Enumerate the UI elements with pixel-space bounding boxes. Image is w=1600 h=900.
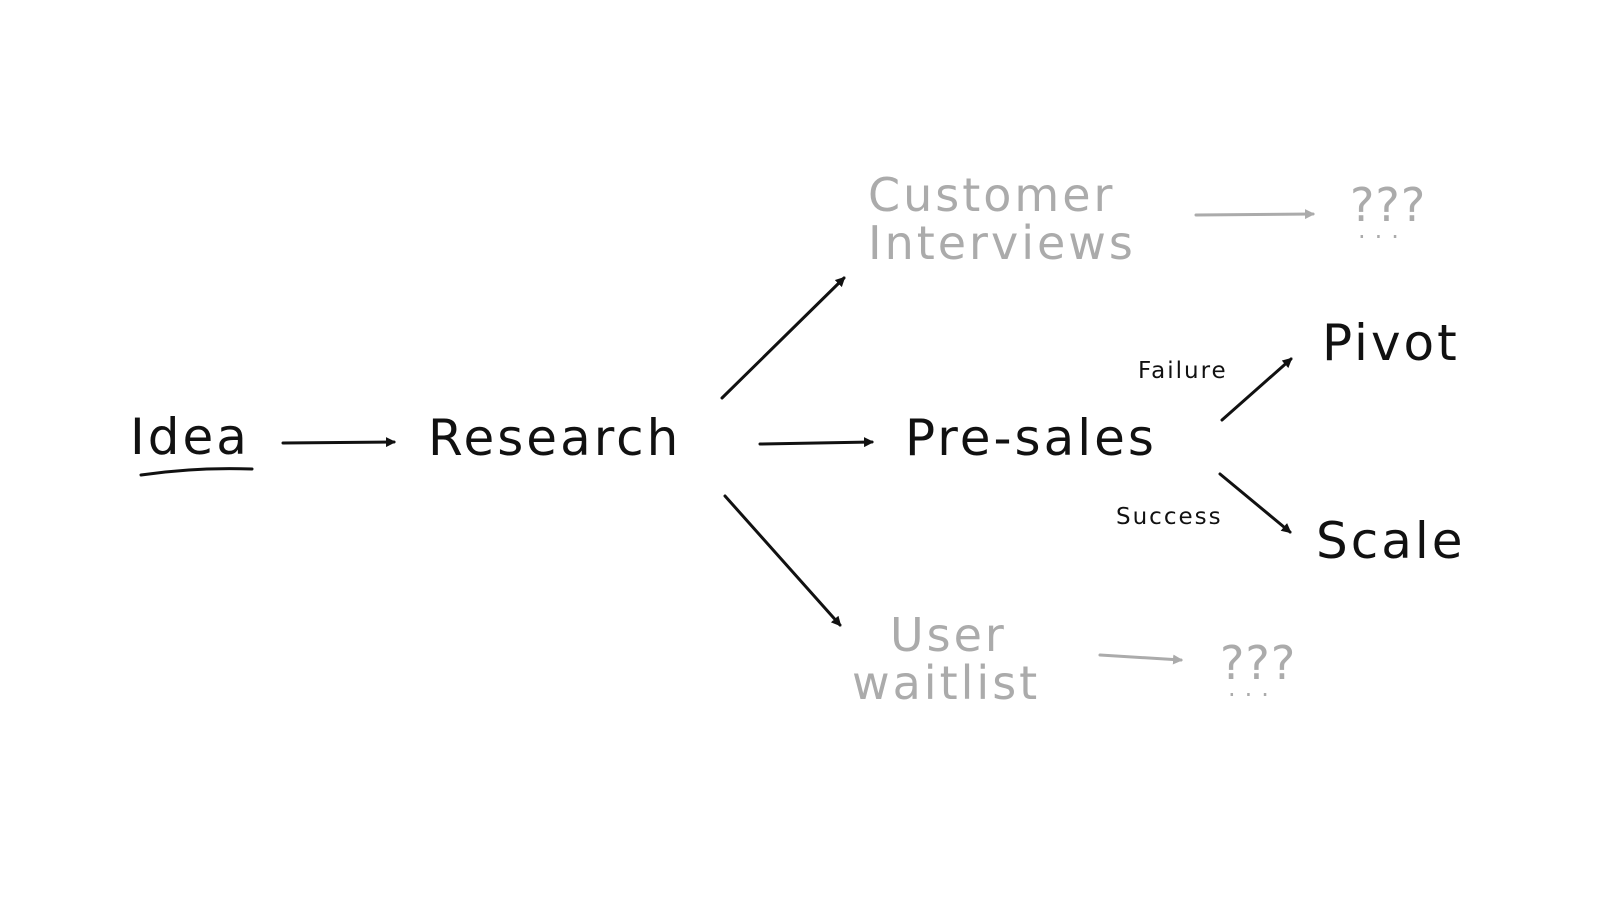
node-customer-interviews-line1: Customer [868, 168, 1116, 222]
node-user-waitlist-line1: User [890, 608, 1007, 662]
node-unknown-top: ??? [1350, 178, 1427, 232]
node-user-waitlist-line2: waitlist [852, 656, 1041, 710]
edge-label-failure: Failure [1138, 358, 1228, 384]
idea-underline [139, 467, 254, 477]
node-customer-interviews: Customer Interviews [868, 171, 1136, 267]
ellipsis-bottom: ... [1228, 674, 1278, 702]
node-scale: Scale [1316, 512, 1466, 570]
ellipsis-top: ... [1358, 216, 1408, 244]
node-user-waitlist: User waitlist [852, 611, 1040, 707]
arrow-customer-interviews-to-unknown [1194, 209, 1315, 220]
arrow-research-to-customer-interviews [720, 276, 846, 400]
arrow-research-to-user-waitlist [723, 494, 842, 627]
node-pivot: Pivot [1322, 314, 1460, 372]
arrow-user-waitlist-to-unknown [1098, 653, 1183, 665]
node-idea: Idea [130, 408, 250, 466]
arrow-pre-sales-to-pivot [1220, 357, 1293, 422]
node-unknown-bottom: ??? [1220, 636, 1297, 690]
arrow-idea-to-research [281, 437, 396, 448]
edge-label-success: Success [1116, 504, 1223, 530]
node-pre-sales: Pre-sales [905, 409, 1157, 467]
node-customer-interviews-line2: Interviews [868, 216, 1136, 270]
arrow-research-to-pre-sales [758, 437, 874, 448]
node-research: Research [428, 409, 682, 467]
arrow-pre-sales-to-scale [1218, 472, 1292, 534]
